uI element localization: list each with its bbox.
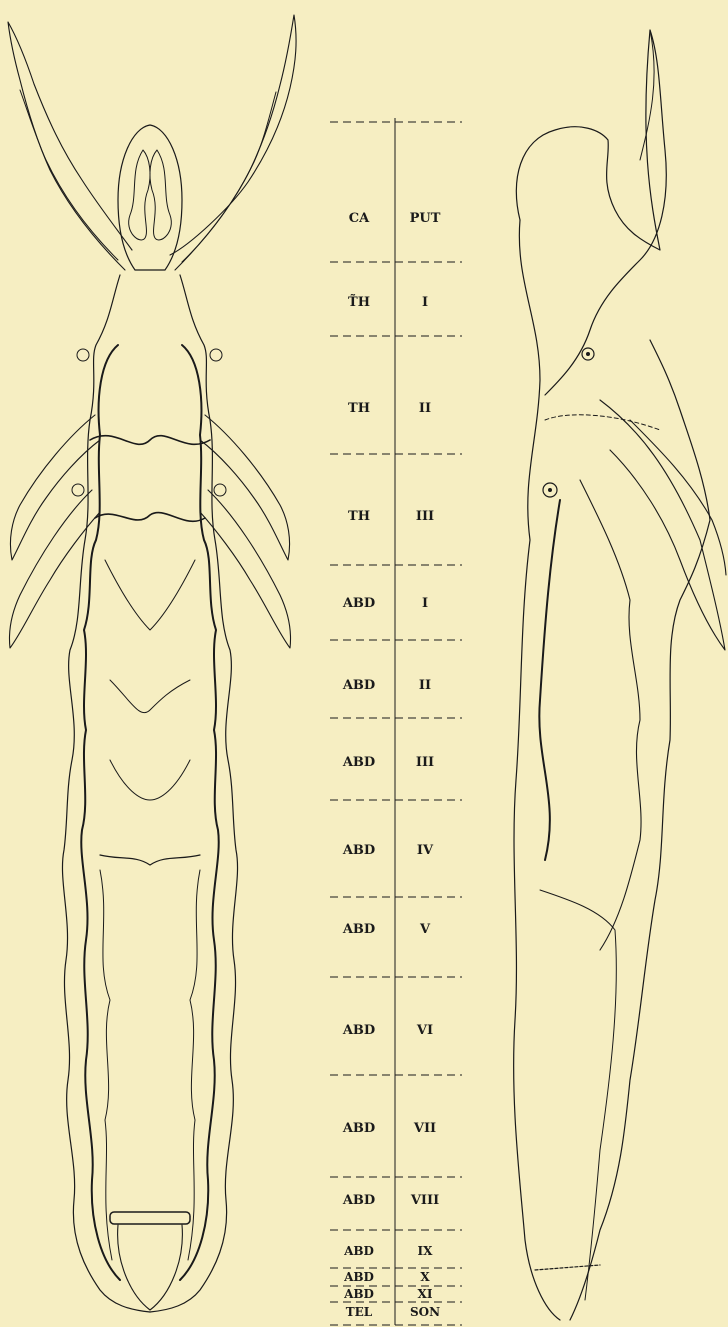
spiracle-left-2 [72,484,84,496]
lateral-antenna [640,30,654,160]
mouthparts [129,150,150,240]
segment-number: IV [398,844,452,857]
region-label: TH [325,510,393,523]
lateral-leg [600,400,725,650]
region-label: ABD [325,1271,393,1283]
region-label: ABD [325,844,393,857]
head-capsule [118,125,182,270]
region-label: ABD [325,1194,393,1207]
segment-x-2 [110,680,190,713]
lateral-inner-line [545,415,660,430]
segment-number: IX [398,1245,452,1257]
segment-number: V [398,923,452,936]
segment-number: VIII [398,1194,452,1207]
region-label: TEL [325,1306,393,1318]
spiracle-right-2 [214,484,226,496]
segment-number: II [398,402,452,415]
segment-x-3 [110,760,190,800]
dorsal-view-larva [8,15,296,1312]
lateral-spiracle-2-dot [549,489,552,492]
spiracle-right-1 [210,349,222,361]
abdominal-inner-right [188,870,200,1260]
segment-number: III [398,510,452,523]
lateral-view-larva [514,30,726,1320]
segment-number: X [398,1271,452,1283]
region-label: T̃H [325,296,393,309]
lateral-lobes [580,480,641,950]
region-label: ABD [325,1024,393,1037]
lateral-body-bottom [570,340,710,1320]
mouthparts-right [150,150,171,240]
abdominal-inner-left [100,870,112,1260]
telson [118,1225,183,1310]
right-antenna [170,15,296,270]
lateral-spiracle-1-dot [587,353,590,356]
region-label: ABD [325,1288,393,1300]
segment-number: II [398,679,452,692]
segment-number: XI [398,1288,452,1300]
region-label: ABD [325,1245,393,1257]
lateral-gut [540,890,616,1300]
segment-number: VI [398,1024,452,1037]
segment-x-1 [105,560,195,630]
segment-number: I [398,597,452,610]
region-label: ABD [325,756,393,769]
segment-number: PUT [398,212,452,225]
region-label: ABD [325,597,393,610]
segment-number: VII [398,1122,452,1135]
segment-number: SON [398,1306,452,1318]
lateral-dorsal-heavy [539,500,560,860]
inner-body-right [180,345,219,1280]
lateral-head [516,30,666,395]
segment-loop-2 [95,513,205,522]
region-label: TH [325,402,393,415]
region-label: ABD [325,1122,393,1135]
telson-band [110,1212,190,1224]
left-antenna-inner [20,90,118,260]
segment-number: III [398,756,452,769]
region-label: ABD [325,679,393,692]
lateral-body-top [514,220,560,1320]
spiracle-left-1 [77,349,89,361]
left-antenna [8,22,132,270]
segment-loop-3 [100,855,200,865]
left-leg-1 [10,415,100,560]
region-label: CA [325,212,393,225]
segment-loop-1 [90,436,210,445]
right-leg-1 [200,415,290,560]
segment-number: I [398,296,452,309]
inner-body-left [81,345,120,1280]
region-label: ABD [325,923,393,936]
